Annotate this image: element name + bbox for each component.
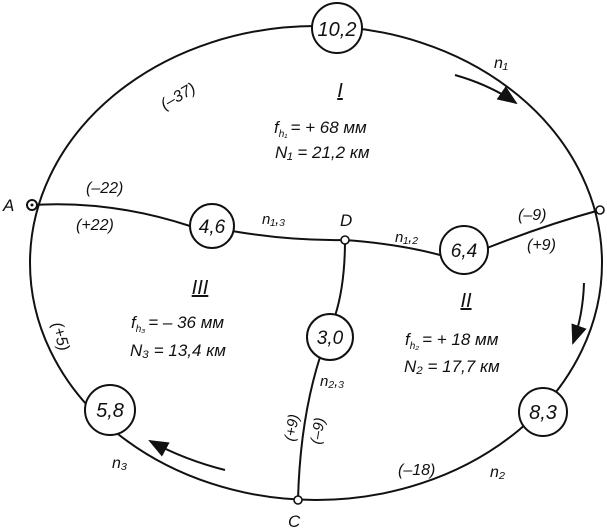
node-center bbox=[306, 313, 354, 361]
point-right-marker bbox=[595, 205, 605, 215]
correction-bottom-arc: (–18) bbox=[398, 462, 435, 479]
edge-label-n2: n₂ bbox=[490, 464, 505, 481]
loop-ii-length: N₂ = 17,7 км bbox=[404, 357, 500, 376]
correction-a-upper: (–22) bbox=[86, 180, 123, 197]
loop-i-f: f bbox=[274, 118, 281, 137]
loop-i-misclosure: fh₁= + 68 мм bbox=[274, 118, 367, 140]
node-bottom-right bbox=[518, 387, 568, 437]
edge-label-n1: n₁ bbox=[494, 55, 508, 72]
node-top bbox=[311, 2, 363, 54]
loop-ii-f-value: = + 18 мм bbox=[422, 330, 499, 349]
line-node30-c bbox=[297, 356, 321, 501]
node-center-value: 3,0 bbox=[317, 328, 344, 349]
loop-ii-numeral: II bbox=[460, 290, 472, 312]
loop-i-length: N₁ = 21,2 км bbox=[275, 143, 370, 162]
point-c-marker bbox=[293, 495, 303, 505]
arrow-loop-ii bbox=[571, 282, 587, 345]
correction-right-upper: (–9) bbox=[518, 207, 546, 224]
loop-iii-numeral: III bbox=[192, 277, 209, 299]
correction-a-lower: (+22) bbox=[76, 217, 114, 234]
point-a-dot bbox=[30, 203, 34, 207]
edge-label-n13: n₁,₃ bbox=[262, 211, 285, 228]
loop-iii-misclosure: fh₃= – 36 мм bbox=[131, 313, 224, 335]
edge-label-n12: n₁,₂ bbox=[395, 229, 418, 246]
line-d-node30 bbox=[334, 239, 346, 317]
loop-ii-f-sub: h₂ bbox=[410, 341, 420, 352]
point-d-label: D bbox=[340, 211, 352, 230]
line-d-node64 bbox=[344, 239, 441, 256]
loop-iii-f-value: = – 36 мм bbox=[148, 313, 224, 332]
correction-vertical-left: (+9) bbox=[281, 413, 302, 443]
loop-ii-f: f bbox=[405, 330, 412, 349]
node-bottom-left-value: 5,8 bbox=[96, 400, 124, 422]
loop-i-numeral: I bbox=[337, 80, 343, 102]
loop-ii-misclosure: fh₂= + 18 мм bbox=[405, 330, 499, 352]
arrow-loop-i bbox=[454, 74, 518, 105]
correction-vertical-right: (–9) bbox=[307, 416, 328, 445]
node-left-mid-value: 4,6 bbox=[199, 217, 226, 238]
line-node46-d bbox=[231, 230, 346, 242]
edge-label-n3: n₃ bbox=[112, 455, 127, 472]
loop-i-f-sub: h₁ bbox=[279, 129, 288, 140]
loop-iii-length: N₃ = 13,4 км bbox=[130, 341, 226, 360]
loop-i-f-value: = + 68 мм bbox=[290, 118, 367, 137]
point-c-label: C bbox=[288, 512, 301, 531]
correction-right-lower: (+9) bbox=[527, 237, 556, 254]
line-a-node46 bbox=[31, 203, 191, 227]
node-top-value: 10,2 bbox=[318, 19, 357, 41]
point-d-marker bbox=[340, 235, 350, 245]
node-left-mid bbox=[189, 203, 235, 249]
node-bottom-right-value: 8,3 bbox=[529, 402, 557, 424]
arrow-loop-iii bbox=[148, 440, 226, 471]
edge-label-n23: n₂,₃ bbox=[320, 373, 344, 390]
correction-upper-left-arc: (–37) bbox=[158, 80, 199, 113]
line-node64-right bbox=[486, 209, 601, 249]
node-right-mid bbox=[439, 225, 489, 275]
loop-iii-f-sub: h₃ bbox=[136, 324, 146, 335]
node-bottom-left bbox=[84, 384, 136, 436]
point-a-label: A bbox=[2, 196, 14, 215]
node-right-mid-value: 6,4 bbox=[451, 241, 477, 262]
loop-iii-f: f bbox=[131, 313, 138, 332]
correction-left-arc: (+5) bbox=[48, 321, 72, 353]
